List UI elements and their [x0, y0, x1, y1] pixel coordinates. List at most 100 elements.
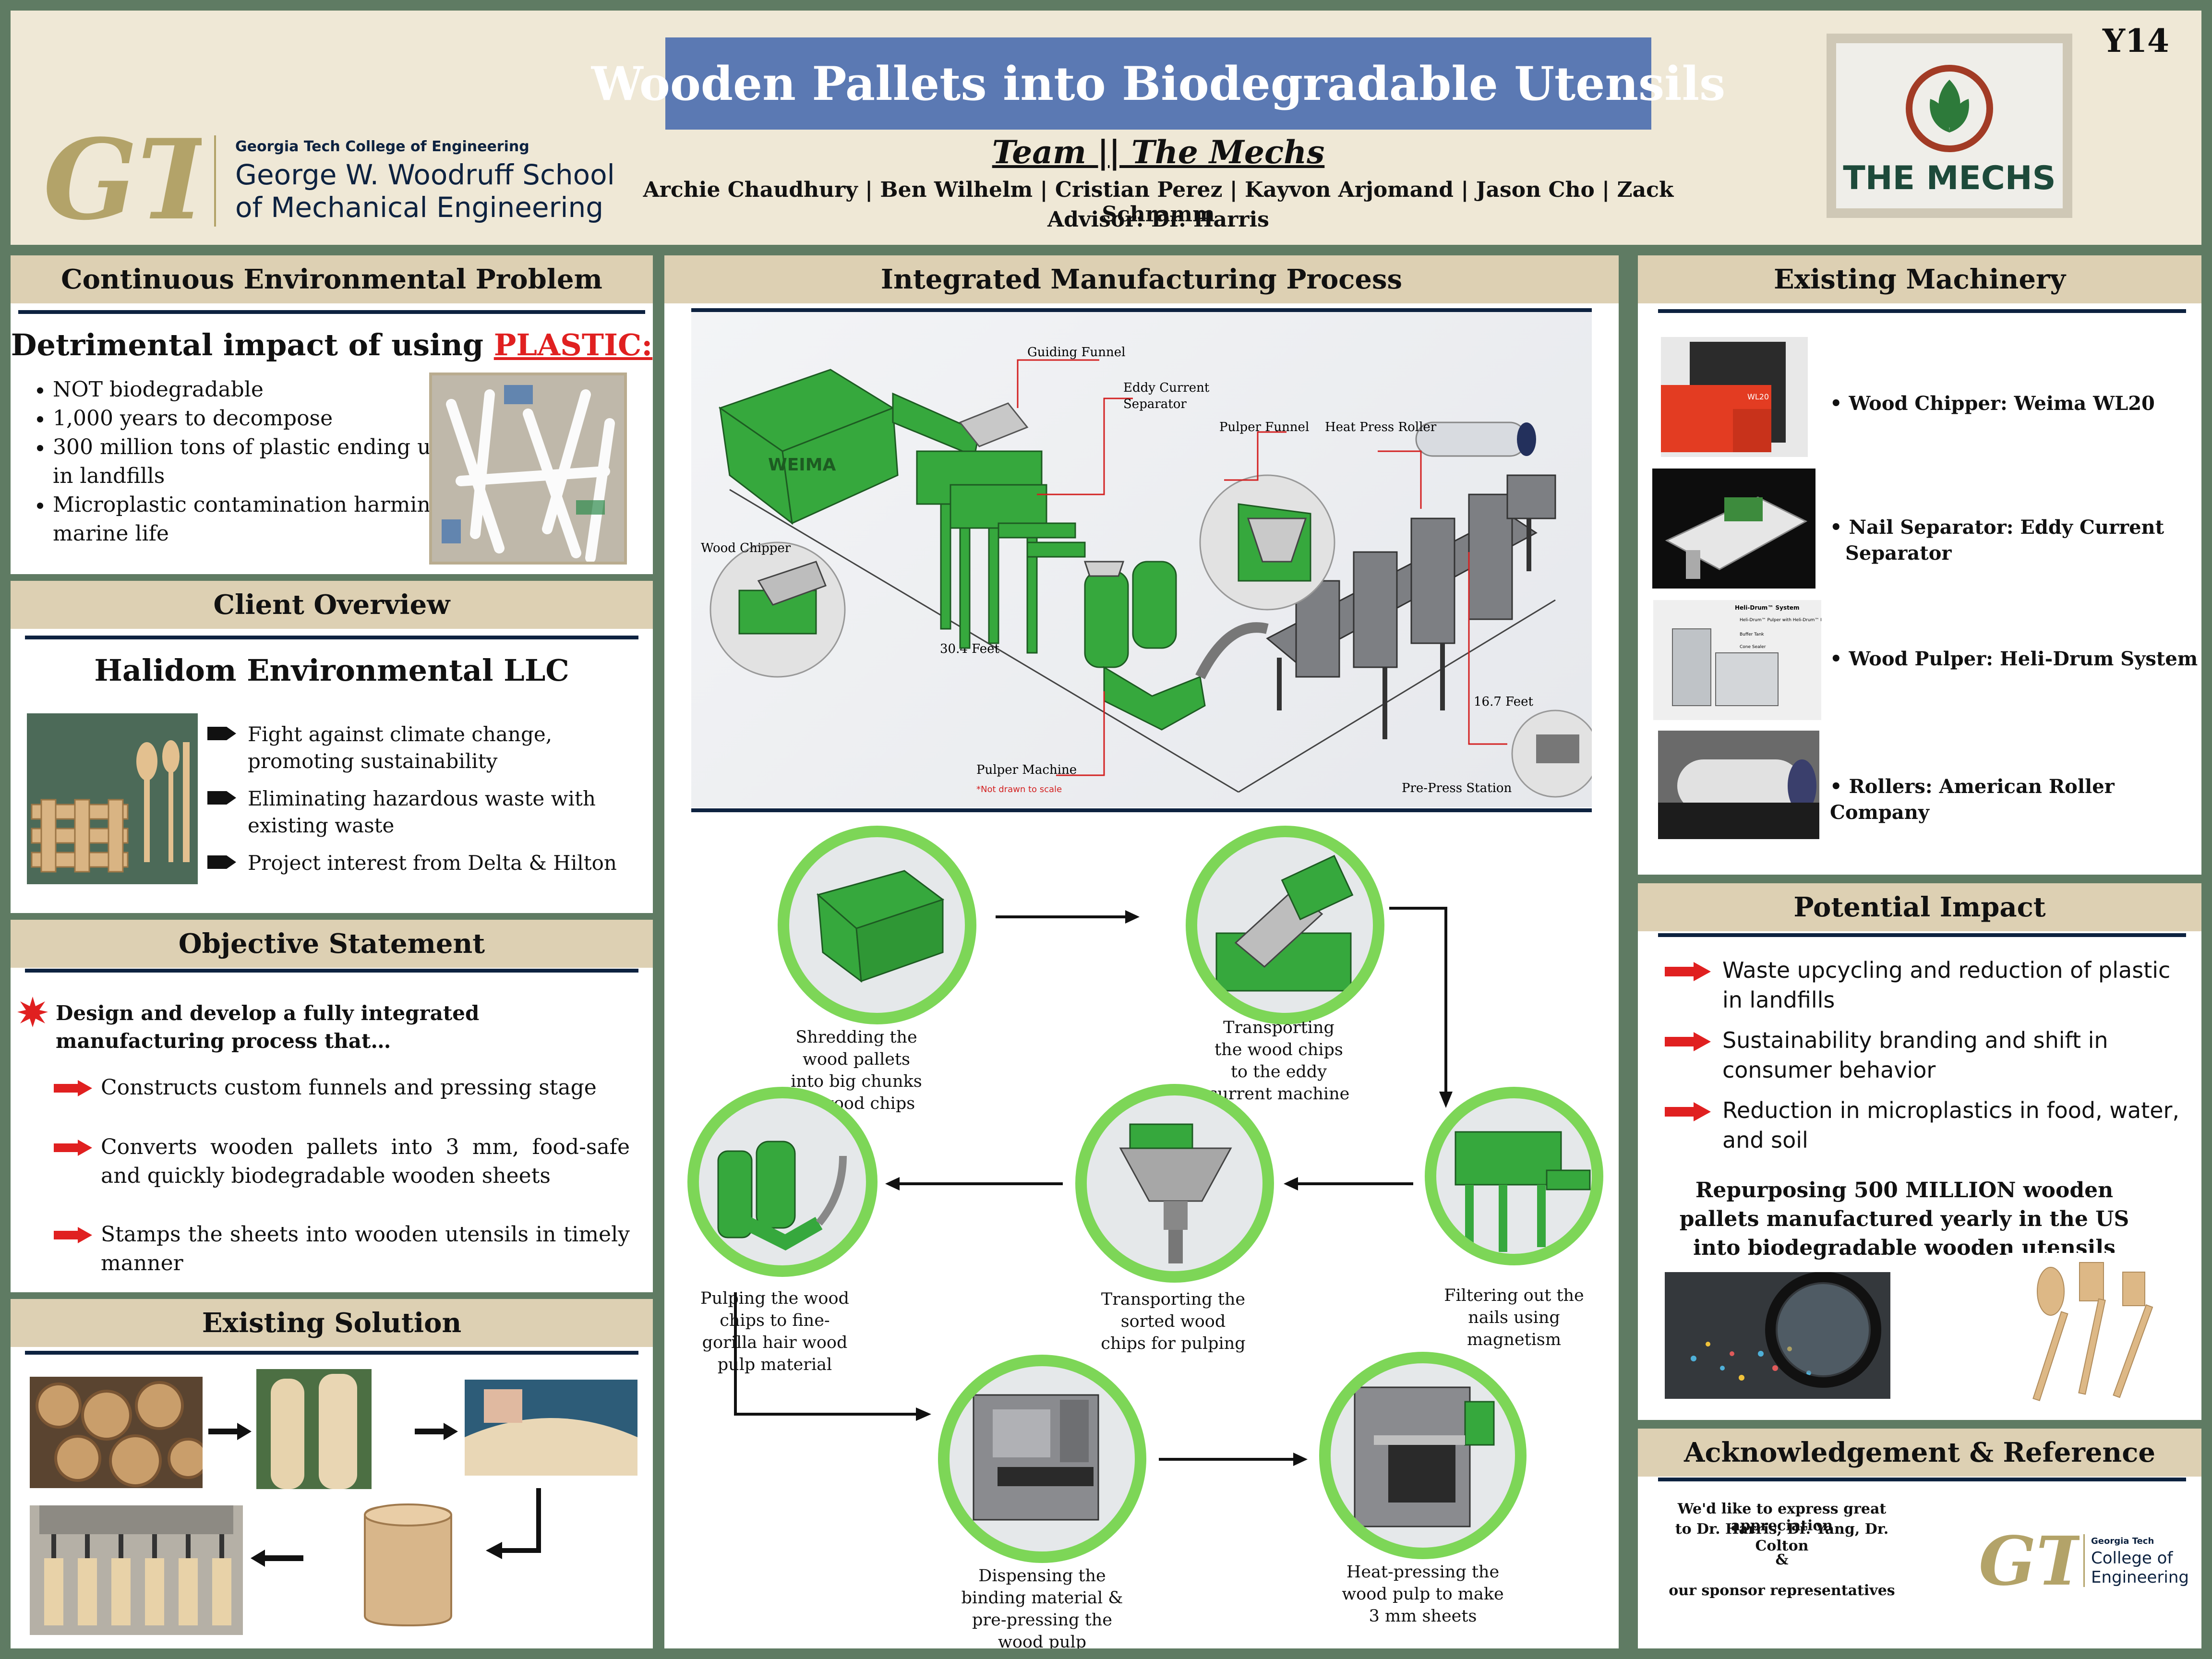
- list-item: Microplastic contamination harming marin…: [53, 491, 451, 548]
- step-caption-2: Transporting the wood chips to the eddy …: [1208, 1018, 1350, 1104]
- ack-ampersand: &: [1775, 1551, 1789, 1568]
- debarked-logs-photo: [256, 1369, 372, 1489]
- black-arrow-icon: [208, 1423, 252, 1440]
- advisor: Advisor: Dr. Harris: [1047, 207, 1269, 232]
- machinery-item-1: • Wood Chipper: Weima WL20: [1830, 392, 2155, 415]
- step-caption-7: Heat-pressing the wood pulp to make 3 mm…: [1342, 1563, 1504, 1626]
- list-item: Waste upcycling and reduction of plastic…: [1665, 955, 2188, 1015]
- client-name: Halidom Environmental LLC: [94, 653, 569, 688]
- roller-photo: [1658, 731, 1819, 839]
- svg-text:Guiding Funnel: Guiding Funnel: [1027, 345, 1125, 360]
- list-item: 300 million tons of plastic ending up in…: [53, 433, 451, 491]
- poster-title-text: Wooden Pallets into Biodegradable Utensi…: [591, 56, 1726, 111]
- client-bullets: Fight against climate change, promoting …: [207, 721, 644, 877]
- wood-chipper-photo: WL20: [1661, 337, 1808, 457]
- step-circle-transport-pulping: [1075, 1084, 1274, 1283]
- step-circle-dispensing: [938, 1355, 1146, 1563]
- list-item: Converts wooden pallets into 3 mm, food-…: [54, 1133, 630, 1190]
- svg-text:Pulper Funnel: Pulper Funnel: [1219, 420, 1309, 434]
- panel-problem-heading: Continuous Environmental Problem: [11, 255, 653, 303]
- logs-photo: [30, 1377, 203, 1488]
- svg-text:Heli-Drum™ Pulper with Heli-Dr: Heli-Drum™ Pulper with Heli-Drum™ Rotor: [1740, 618, 1821, 623]
- panel-objective: Objective Statement Design and develop a…: [11, 920, 653, 1292]
- impact-bullets: Waste upcycling and reduction of plastic…: [1665, 955, 2188, 1155]
- svg-text:Wood Chipper: Wood Chipper: [701, 541, 791, 555]
- list-item: Constructs custom funnels and pressing s…: [54, 1073, 630, 1102]
- panel-solution: Existing Solution: [11, 1299, 653, 1648]
- flow-arrow-right: [996, 910, 1140, 924]
- microplastics-photo: [1665, 1272, 1890, 1399]
- step-circle-pulping: [687, 1087, 878, 1277]
- list-item: NOT biodegradable: [53, 375, 451, 404]
- red-arrow-icon: [54, 1227, 92, 1243]
- flow-arrow-down-right: [734, 1292, 931, 1421]
- team-name: Team || The Mechs: [992, 133, 1325, 171]
- flow-arrow-left: [885, 1177, 1063, 1190]
- objective-bullets: Constructs custom funnels and pressing s…: [54, 1073, 630, 1278]
- wooden-cutlery-photo: [2008, 1253, 2166, 1407]
- step-caption-4: Transporting the sorted wood chips for p…: [1101, 1290, 1246, 1353]
- panel-process-heading: Integrated Manufacturing Process: [664, 255, 1619, 303]
- panel-impact: Potential Impact Waste upcycling and red…: [1638, 883, 2201, 1420]
- step-caption-3: Filtering out the nails using magnetism: [1444, 1286, 1584, 1349]
- panel-impact-heading: Potential Impact: [1638, 883, 2201, 931]
- machinery-item-2: • Nail Separator: Eddy Current Separator: [1830, 516, 2164, 565]
- plastic-highlight: PLASTIC:: [493, 327, 653, 362]
- heli-drum-photo: Heli-Drum™ System Heli-Drum™ Pulper with…: [1653, 600, 1821, 720]
- step-circle-shredding: [778, 826, 976, 1024]
- gt-logo: GT: [43, 115, 227, 245]
- gt-school-line2: of Mechanical Engineering: [235, 191, 604, 224]
- machinery-item-3: • Wood Pulper: Heli-Drum System: [1830, 648, 2198, 670]
- red-arrow-icon: [54, 1080, 92, 1096]
- panel-process: Integrated Manufacturing Process 30.4 Fe…: [664, 255, 1619, 1648]
- ack-line1: We'd like to express great appreciation: [1677, 1501, 1887, 1534]
- utensil-stamping-photo: [30, 1505, 243, 1635]
- svg-text:*Not drawn to scale: *Not drawn to scale: [976, 784, 1062, 794]
- veneer-roll-photo: [350, 1496, 466, 1630]
- svg-text:Heat Press Roller: Heat Press Roller: [1325, 420, 1437, 434]
- svg-text:Buffer Tank: Buffer Tank: [1740, 632, 1764, 637]
- svg-text:Cone Sealer: Cone Sealer: [1740, 645, 1766, 649]
- cad-assembly-render: 30.4 Feet 16.7 Feet WEIMA: [691, 312, 1599, 807]
- black-arrow-icon: [207, 791, 236, 805]
- svg-text:Eddy Current: Eddy Current: [1123, 381, 1210, 395]
- svg-text:GT: GT: [1979, 1525, 2080, 1597]
- leaf-icon: [1906, 65, 1993, 152]
- black-arrow-icon: [415, 1423, 458, 1440]
- red-arrow-icon: [54, 1140, 92, 1156]
- list-item: Reduction in microplastics in food, wate…: [1665, 1095, 2188, 1155]
- red-star-icon: [17, 997, 48, 1027]
- panel-machinery: Existing Machinery WL20 • Wood Chipper: …: [1638, 255, 2201, 875]
- list-item: 1,000 years to decompose: [53, 404, 451, 433]
- booth-number: Y14: [2103, 22, 2169, 60]
- step-caption-5: Pulping the wood chips to fine-gorilla h…: [700, 1289, 849, 1374]
- svg-text:GT: GT: [43, 130, 202, 226]
- team-members: Archie Chaudhury | Ben Wilhelm | Cristia…: [643, 178, 1674, 227]
- gt-logo-divider: [214, 135, 216, 227]
- black-arrow-icon: [207, 727, 236, 740]
- ack-line3: our sponsor representatives: [1669, 1582, 1895, 1599]
- red-arrow-icon: [1665, 1032, 1711, 1051]
- flow-arrow-right: [1159, 1453, 1308, 1466]
- flow-arrow-left: [1284, 1177, 1413, 1190]
- panel-ack-heading: Acknowledgement & Reference: [1638, 1429, 2201, 1477]
- panel-machinery-heading: Existing Machinery: [1638, 255, 2201, 303]
- plastic-utensils-photo: [429, 373, 627, 565]
- list-item: Sustainability branding and shift in con…: [1665, 1025, 2188, 1085]
- eddy-separator-photo: [1652, 469, 1815, 589]
- panel-objective-heading: Objective Statement: [11, 920, 653, 968]
- panel-solution-heading: Existing Solution: [11, 1299, 653, 1347]
- objective-lead: Design and develop a fully integrated ma…: [56, 1001, 480, 1053]
- veneer-peeling-photo: [465, 1380, 637, 1476]
- elbow-arrow-icon: [486, 1488, 541, 1559]
- red-arrow-icon: [1665, 1102, 1711, 1121]
- team-logo: THE MECHS: [1827, 34, 2072, 218]
- svg-text:Pre-Press Station: Pre-Press Station: [1402, 781, 1512, 795]
- impact-statement: Repurposing 500 MILLION wooden pallets m…: [1679, 1178, 2129, 1260]
- problem-subheading: Detrimental impact of using PLASTIC:: [11, 327, 653, 362]
- gt-school-line1: George W. Woodruff School: [235, 158, 615, 191]
- wooden-utensils-photo: [27, 713, 198, 884]
- step-circle-heat-pressing: [1319, 1352, 1527, 1559]
- svg-text:Heli-Drum™ System: Heli-Drum™ System: [1735, 604, 1799, 611]
- svg-text:WEIMA: WEIMA: [768, 455, 836, 475]
